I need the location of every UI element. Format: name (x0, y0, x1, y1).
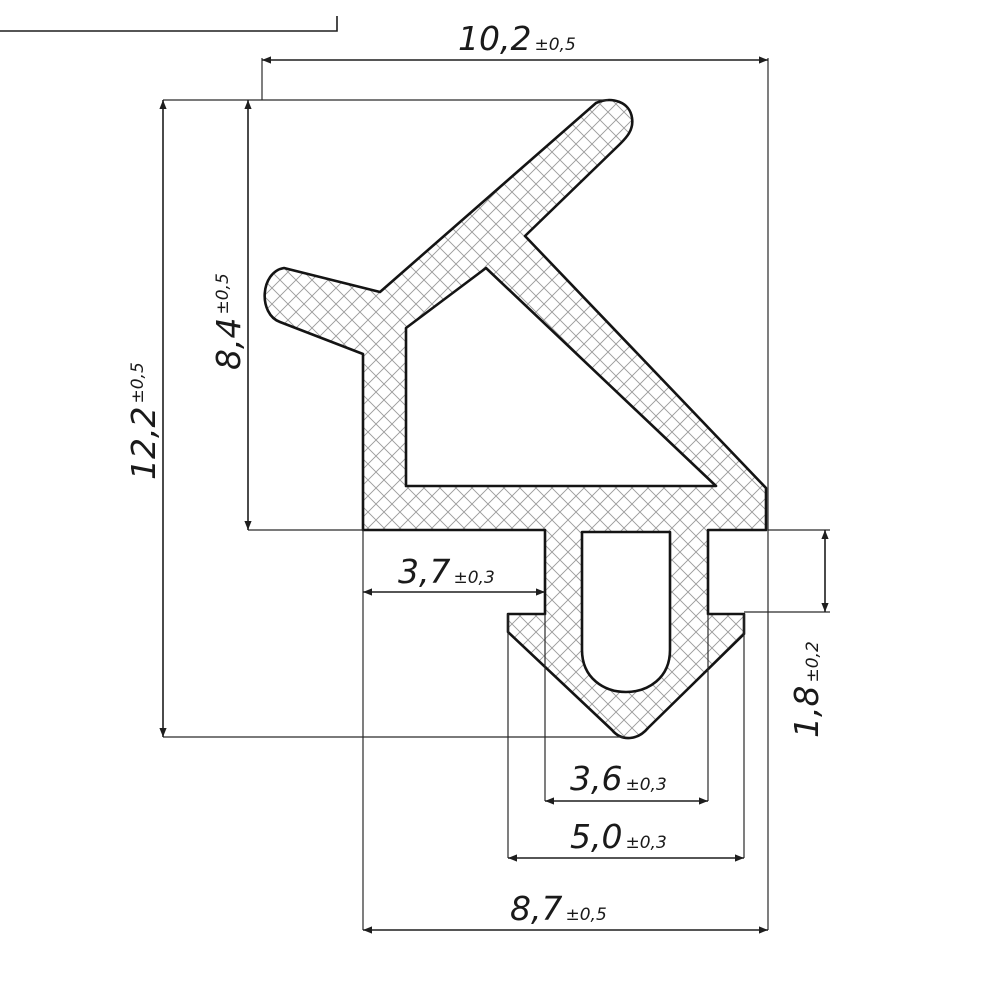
dim-overall-height: 12,2±0,5 (124, 362, 163, 480)
frame-fragment (0, 16, 338, 32)
profile-section (263, 98, 768, 740)
dimension-lines (159, 56, 829, 934)
dimension-labels: 10,2±0,5 12,2±0,5 8,4±0,5 3,7±0,3 3,6±0,… (124, 19, 826, 928)
dim-foot-width: 5,0±0,3 (570, 817, 667, 856)
dim-left-offset: 3,7±0,3 (398, 552, 495, 591)
dim-upper-height: 8,4±0,5 (209, 273, 248, 370)
dim-slot-width: 3,6±0,3 (570, 759, 667, 798)
dim-step-height: 1,8±0,2 (787, 641, 826, 738)
extension-lines (163, 58, 830, 930)
dim-overall-width: 10,2±0,5 (458, 19, 576, 58)
triangular-cavity (404, 266, 718, 488)
dim-base-width: 8,7±0,5 (510, 889, 607, 928)
u-slot (580, 530, 672, 694)
